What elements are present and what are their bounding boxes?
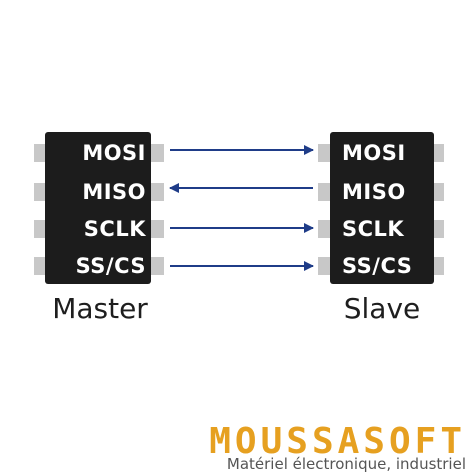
slave-pin-label: SCLK — [342, 217, 404, 241]
slave-label: Slave — [344, 292, 421, 325]
slave-chip: MOSI MISO SCLK SS/CS — [318, 132, 444, 284]
slave-pin-label: MISO — [342, 180, 406, 204]
master-pin-label: MISO — [82, 180, 146, 204]
master-pin-label: SS/CS — [76, 254, 146, 278]
master-chip: MOSI MISO SCLK SS/CS — [34, 132, 164, 284]
master-pin-label: SCLK — [84, 217, 146, 241]
master-label: Master — [52, 292, 148, 325]
brand-logo: MOUSSASOFT — [209, 421, 466, 462]
brand-tagline: Matériel électronique, industriel — [227, 455, 466, 473]
slave-pin-label: SS/CS — [342, 254, 412, 278]
master-pin-label: MOSI — [82, 141, 146, 165]
slave-chip-body — [330, 132, 434, 284]
slave-pin-label: MOSI — [342, 141, 406, 165]
master-chip-body — [45, 132, 151, 284]
